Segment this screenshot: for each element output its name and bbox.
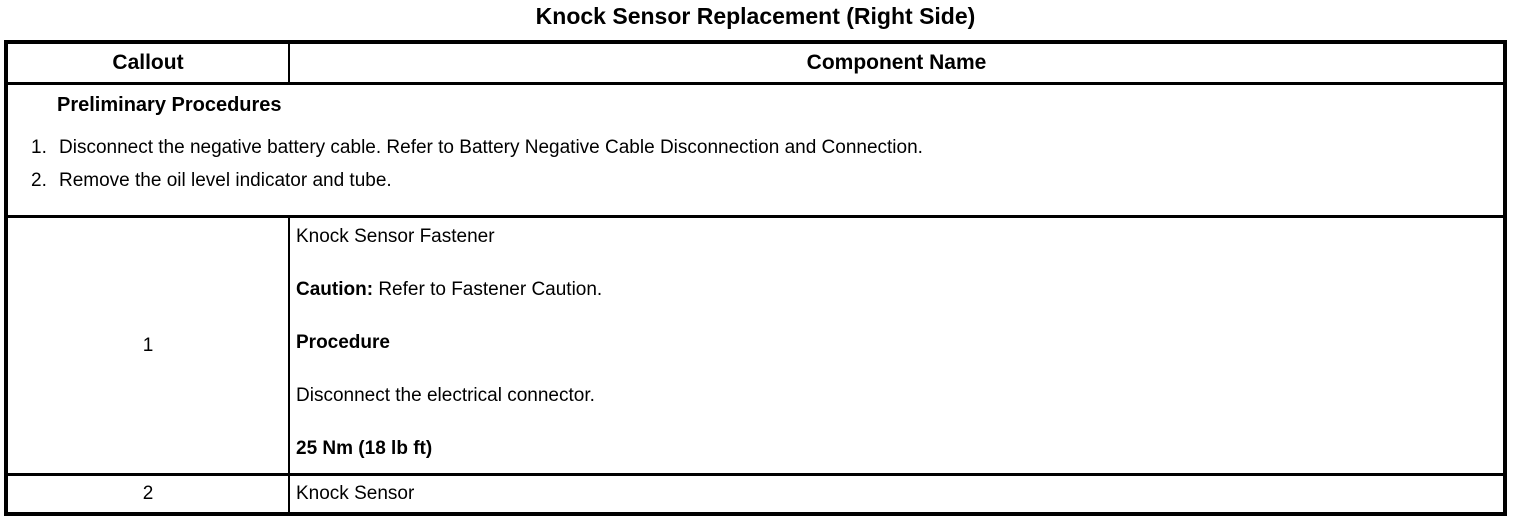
preliminary-procedures-heading: Preliminary Procedures: [57, 94, 282, 116]
step-text: Remove the oil level indicator and tube.: [59, 170, 392, 191]
caution-note: Caution: Refer to Fastener Caution.: [296, 280, 1495, 300]
step-number: 2.: [31, 170, 47, 191]
callout-number: 1: [8, 218, 290, 473]
column-header-callout: Callout: [8, 44, 290, 82]
page-title: Knock Sensor Replacement (Right Side): [535, 3, 976, 29]
torque-spec: 25 Nm (18 lb ft): [296, 438, 433, 459]
component-table: Callout Component Name Preliminary Proce…: [4, 40, 1507, 516]
table-header-row: Callout Component Name: [8, 44, 1503, 85]
preliminary-step-1: 1. Disconnect the negative battery cable.…: [8, 131, 1503, 164]
caution-text: Refer to Fastener Caution.: [373, 279, 603, 300]
table-row: 2 Knock Sensor: [8, 473, 1503, 512]
procedure-text: Disconnect the electrical connector.: [296, 385, 595, 406]
column-header-component-name: Component Name: [806, 51, 987, 74]
table-row: 1 Knock Sensor Fastener Caution: Refer t…: [8, 215, 1503, 473]
component-cell: Knock Sensor Fastener Caution: Refer to …: [290, 218, 1503, 473]
component-cell: Knock Sensor: [290, 476, 1503, 512]
component-name: Knock Sensor: [296, 483, 415, 504]
procedure-heading: Procedure: [296, 332, 390, 353]
callout-number: 2: [8, 476, 290, 512]
preliminary-procedures-section: Preliminary Procedures 1. Disconnect the …: [8, 85, 1503, 215]
step-number: 1.: [31, 137, 47, 158]
step-text: Disconnect the negative battery cable. R…: [59, 137, 923, 158]
caution-label: Caution:: [296, 279, 374, 300]
component-name: Knock Sensor Fastener: [296, 226, 495, 247]
preliminary-step-2: 2. Remove the oil level indicator and tub…: [8, 164, 1503, 197]
